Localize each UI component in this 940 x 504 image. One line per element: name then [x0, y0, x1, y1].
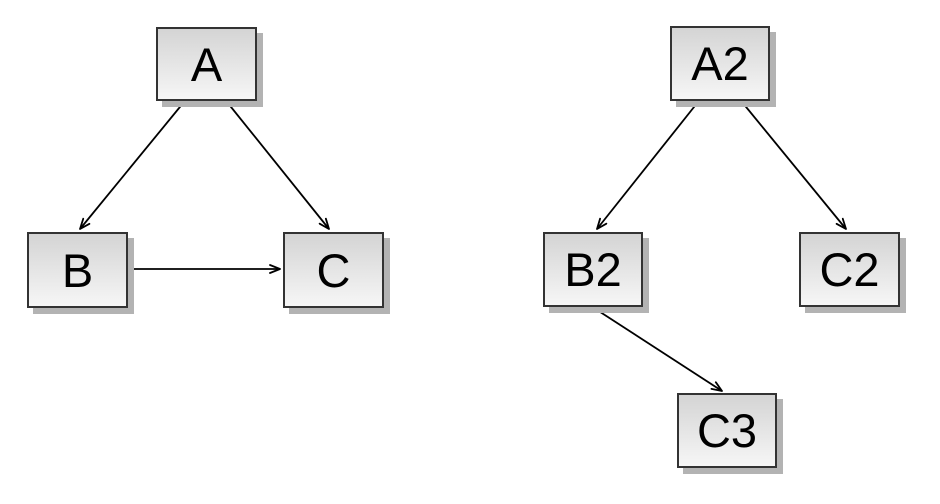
- edge-A2-to-B2[interactable]: [596, 101, 699, 230]
- edge-A2-to-C2[interactable]: [741, 101, 847, 230]
- node-C2[interactable]: C2: [799, 232, 900, 307]
- node-label: B2: [564, 243, 622, 296]
- node-B[interactable]: B: [27, 232, 128, 308]
- edge-B2-to-C3[interactable]: [593, 307, 723, 392]
- node-label: C2: [819, 243, 880, 296]
- node-label: A: [190, 37, 223, 91]
- node-B2[interactable]: B2: [543, 232, 643, 307]
- node-A[interactable]: A: [156, 27, 257, 101]
- node-C3[interactable]: C3: [677, 393, 777, 468]
- edge-A-to-B[interactable]: [79, 101, 185, 230]
- node-C[interactable]: C: [283, 232, 384, 308]
- node-label: C: [316, 243, 351, 297]
- edge-A-to-C[interactable]: [226, 101, 330, 230]
- node-label: B: [61, 243, 94, 297]
- node-A2[interactable]: A2: [670, 26, 770, 101]
- node-label: C3: [696, 404, 758, 457]
- node-label: A2: [691, 37, 749, 90]
